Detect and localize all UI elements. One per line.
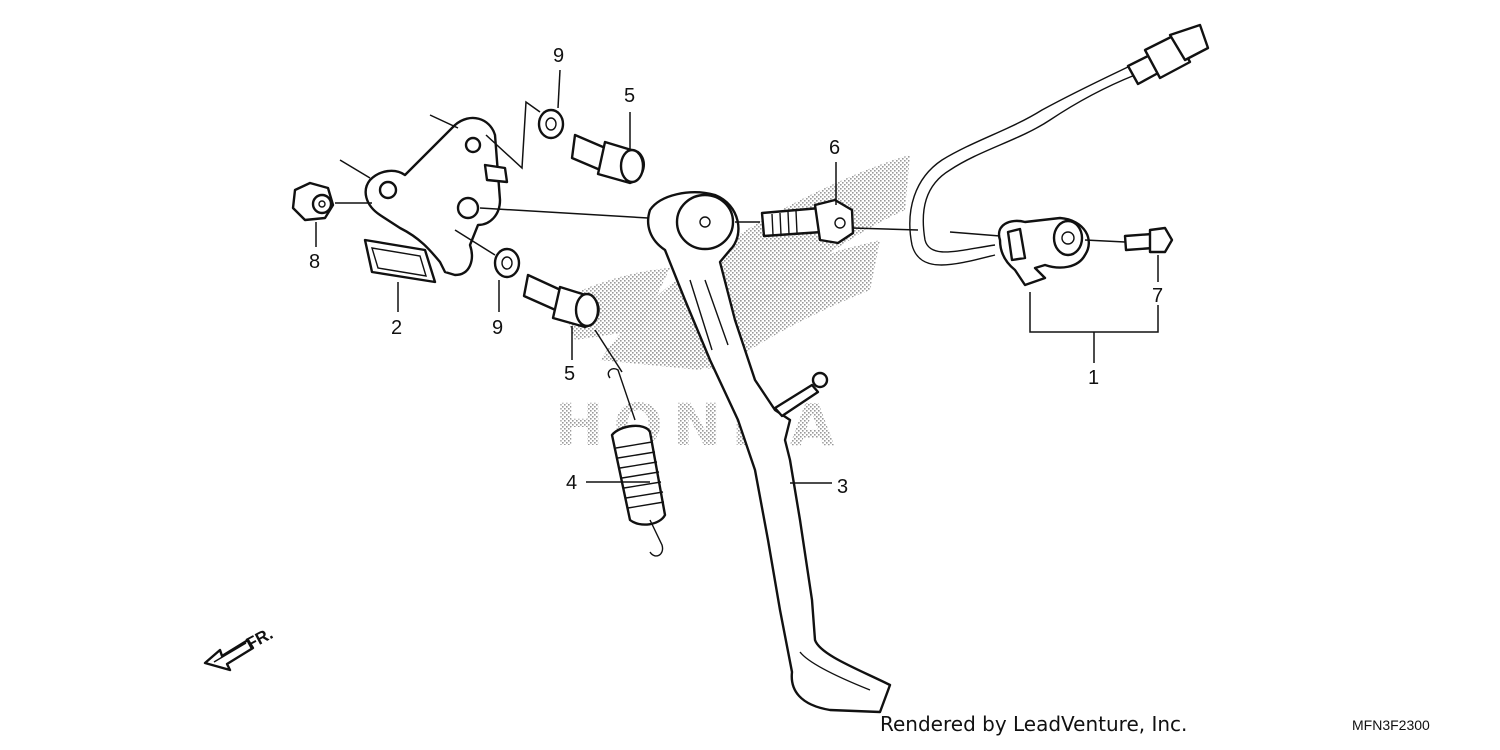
- callout-5-upper: 5: [624, 85, 635, 107]
- callout-labels: 9 5 6 8 2 9 5 4 3 7 1: [309, 45, 1163, 498]
- callout-leaders: [315, 69, 1159, 484]
- callout-6: 6: [829, 137, 840, 159]
- front-direction-arrow: FR.: [203, 624, 276, 672]
- callout-4: 4: [566, 472, 577, 494]
- callout-3: 3: [837, 476, 848, 498]
- bolt-lower-part: [522, 273, 600, 329]
- diagram-code: MFN3F2300: [1352, 717, 1430, 733]
- callout-5-lower: 5: [564, 363, 575, 385]
- callout-1: 1: [1088, 367, 1099, 389]
- render-credit: Rendered by LeadVenture, Inc.: [880, 712, 1188, 736]
- callout-9-lower: 9: [492, 317, 503, 339]
- callout-9-upper: 9: [553, 45, 564, 67]
- nut-part: [291, 181, 335, 222]
- bracket-part: [363, 116, 509, 284]
- switch-harness-part: [909, 23, 1210, 287]
- callout-8: 8: [309, 251, 320, 273]
- callout-7: 7: [1152, 285, 1163, 307]
- small-bolt-part: [1123, 226, 1174, 254]
- spring-part: [607, 368, 667, 557]
- assembly-lines: [335, 100, 1126, 373]
- washer-lower-part: [493, 247, 521, 279]
- bolt-upper-part: [570, 133, 646, 185]
- washer-upper-part: [537, 108, 565, 140]
- pivot-bolt-part: [760, 198, 855, 245]
- callout-2: 2: [391, 317, 402, 339]
- side-stand-part: [646, 191, 892, 714]
